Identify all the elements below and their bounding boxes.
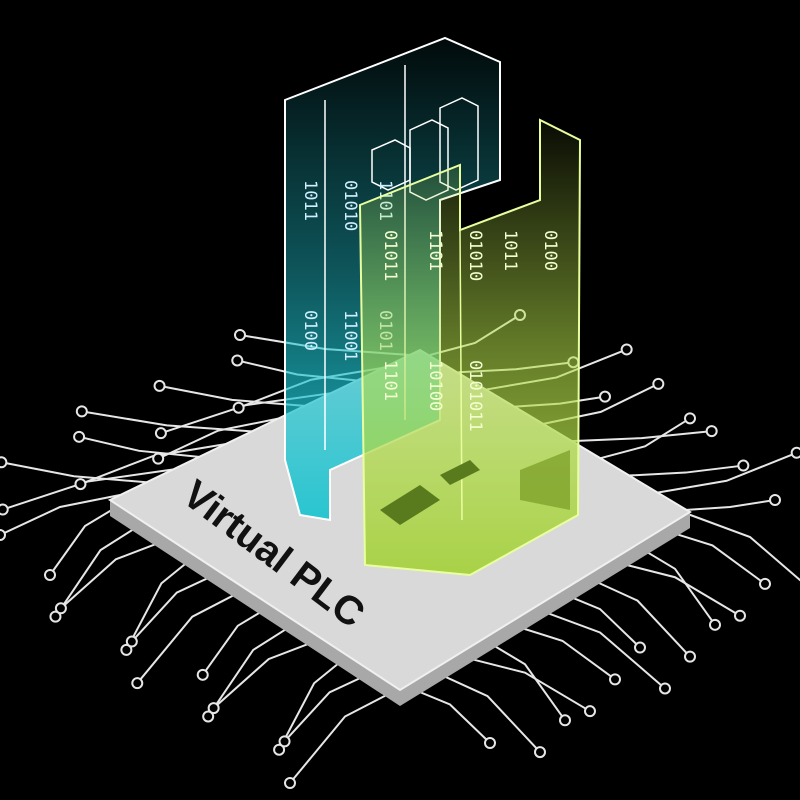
trace-pad [120, 643, 133, 656]
circuit-trace [584, 575, 691, 658]
circuit-trace [634, 543, 716, 626]
circuit-trace [684, 512, 800, 582]
binary-digits: 0101011 [465, 360, 485, 432]
circuit-trace [484, 639, 566, 721]
circuit-trace [534, 607, 666, 690]
circuit-trace [54, 520, 146, 618]
trace-pad [534, 746, 546, 759]
circuit-trace [212, 637, 324, 709]
trace-pad [684, 412, 696, 425]
circuit-trace [434, 671, 541, 753]
circuit-trace [509, 623, 616, 681]
binary-digits: 01011 [380, 230, 400, 281]
binary-digits: 11001 [340, 310, 360, 361]
binary-digits: 1101 [425, 230, 445, 271]
circuit-trace [78, 435, 200, 458]
binary-digits: 01010 [340, 180, 360, 231]
trace-pad [484, 737, 496, 749]
circuit-trace [283, 670, 375, 743]
circuit-trace [609, 559, 741, 617]
circuit-trace [684, 499, 776, 511]
trace-pad [152, 452, 165, 465]
trace-pad [559, 714, 571, 727]
trace-pad [599, 390, 611, 403]
trace-pad [659, 682, 671, 695]
trace-pad [75, 405, 88, 418]
trace-pad [734, 609, 746, 622]
circuit-trace [136, 587, 248, 684]
trace-pad [790, 446, 800, 459]
circuit-trace [289, 687, 401, 784]
trace-pad [153, 379, 166, 392]
binary-digits: 10100 [425, 360, 445, 411]
circuit-trace [559, 591, 641, 649]
trace-pad [609, 673, 621, 686]
trace-pad [737, 459, 750, 472]
binary-digits: 0100 [300, 310, 320, 351]
binary-digits: 1011 [300, 180, 320, 221]
green-column: 01011 1101 01010 1011 0100 1101 10100 0101011 [358, 118, 582, 577]
binary-digits: 1011 [500, 230, 520, 271]
binary-digits: 0100 [540, 230, 560, 271]
binary-digits: 01010 [465, 230, 485, 281]
circuit-trace [656, 451, 798, 494]
circuit-trace [459, 655, 591, 713]
circuit-trace [1, 461, 147, 484]
trace-pad [278, 735, 291, 748]
trace-pad [231, 354, 244, 367]
trace-pad [232, 401, 245, 414]
circuit-trace [409, 687, 491, 744]
trace-pad [202, 710, 215, 723]
trace-pad [73, 430, 86, 443]
trace-pad [74, 478, 87, 491]
circuit-trace [131, 570, 223, 643]
trace-pad [273, 743, 286, 756]
trace-pad [0, 503, 9, 516]
trace-pad [131, 677, 144, 690]
trace-pad [584, 705, 596, 718]
trace-pad [620, 343, 633, 356]
circuit-trace [599, 417, 691, 460]
trace-pad [284, 777, 296, 789]
trace-pad [652, 377, 665, 390]
trace-pad [0, 456, 8, 469]
trace-pad [49, 610, 62, 623]
circuit-trace [0, 494, 121, 536]
trace-pad [125, 635, 138, 648]
trace-pad [769, 494, 781, 506]
trace-pad [207, 702, 220, 715]
circuit-trace [628, 464, 744, 477]
trace-pad [684, 650, 696, 663]
trace-pad [705, 425, 718, 438]
trace-pad [54, 602, 67, 615]
trace-pad [154, 427, 167, 440]
trace-pad [0, 529, 6, 541]
circuit-trace [571, 430, 712, 443]
circuit-trace [49, 504, 121, 576]
binary-digits: 1101 [380, 360, 400, 401]
trace-pad [709, 618, 721, 631]
circuit-trace [60, 537, 172, 610]
trace-pad [634, 641, 646, 654]
circuit-trace [207, 620, 299, 718]
trace-pad [196, 668, 209, 681]
trace-pad [234, 329, 246, 341]
circuit-trace [159, 384, 305, 407]
trace-pad [44, 569, 56, 581]
trace-pad [759, 577, 771, 590]
circuit-trace [157, 417, 279, 460]
